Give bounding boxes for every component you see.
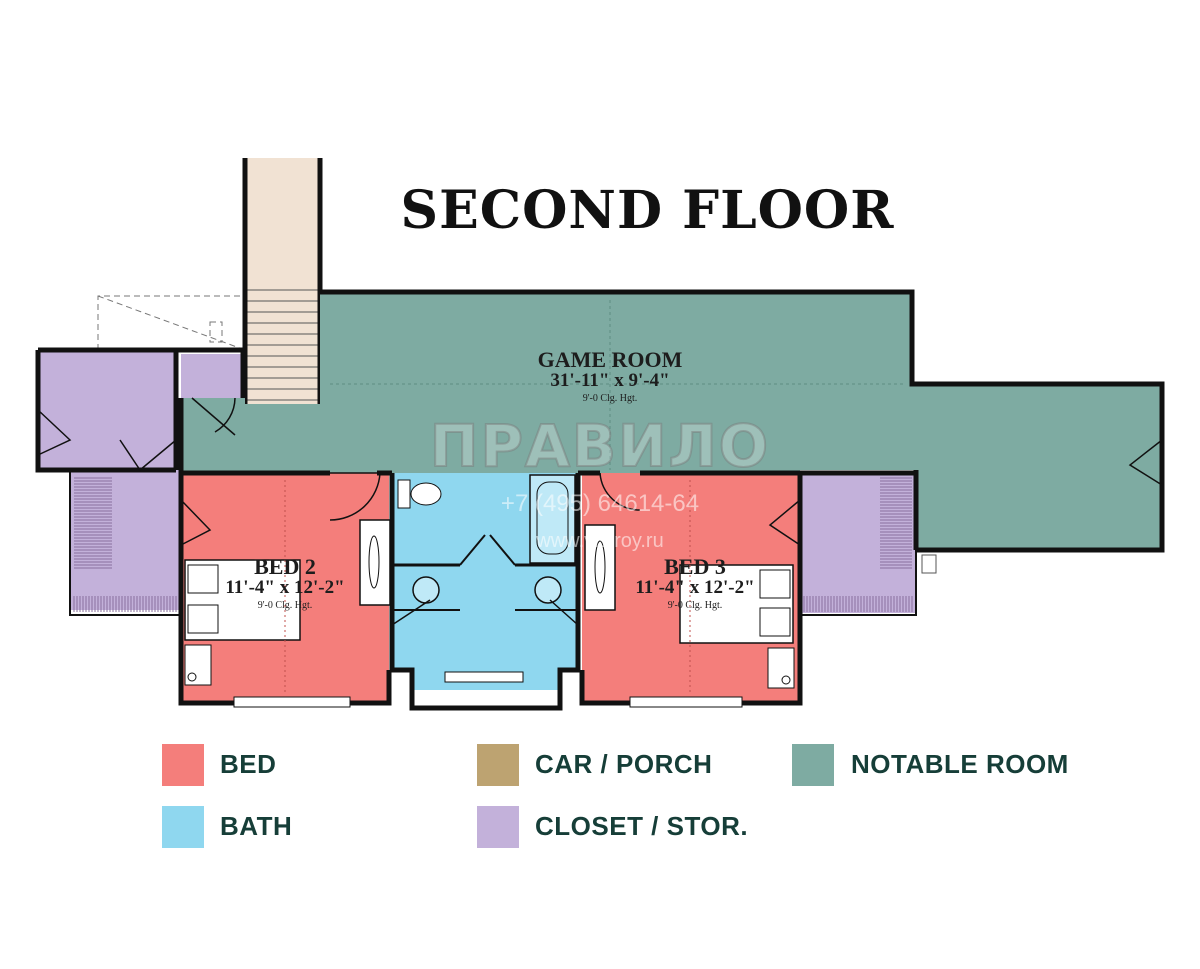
legend-swatch-car-porch xyxy=(477,744,519,786)
legend-swatch-notable-room xyxy=(792,744,834,786)
closets xyxy=(35,347,917,616)
bed2-size: 11'-4" x 12'-2" xyxy=(225,577,345,599)
watermark-site: www.vistroy.ru xyxy=(536,530,664,552)
dashed-outline xyxy=(97,295,246,351)
bed3-name: BED 3 xyxy=(664,554,726,579)
bed3-ceiling: 9'-0 Clg. Hgt. xyxy=(667,600,723,612)
bed3-label: BED 3 11'-4" x 12'-2" 9'-0 Clg. Hgt. xyxy=(600,555,790,612)
legend-label-bath: BATH xyxy=(220,811,293,841)
bed2-furniture xyxy=(184,519,391,708)
legend-label-bed: BED xyxy=(220,749,277,779)
bed2-name: BED 2 xyxy=(254,554,316,579)
watermark-phone: +7 (495) 64614-64 xyxy=(500,490,700,517)
legend-swatch-bed xyxy=(162,744,204,786)
doors xyxy=(37,397,1163,626)
bed3-furniture xyxy=(584,524,795,708)
legend-label-notable-room: NOTABLE ROOM xyxy=(851,749,1069,779)
bath-area xyxy=(392,473,578,690)
legend-label-closet-stor: CLOSET / STOR. xyxy=(535,811,749,841)
interior-walls xyxy=(178,398,919,711)
page-title: SECOND FLOOR xyxy=(400,180,895,241)
game-room-name: GAME ROOM xyxy=(537,347,683,372)
game-room-walls xyxy=(320,289,1165,553)
bed2-ceiling: 9'-0 Clg. Hgt. xyxy=(257,600,313,612)
staircase xyxy=(242,158,323,404)
game-room-ceiling: 9'-0 Clg. Hgt. xyxy=(582,393,638,405)
game-room-label: GAME ROOM 31'-11" x 9'-4" 9'-0 Clg. Hgt. xyxy=(470,348,750,405)
bed3-size: 11'-4" x 12'-2" xyxy=(635,577,755,599)
legend-swatch-closet-stor xyxy=(477,806,519,848)
legend-label-car-porch: CAR / PORCH xyxy=(535,749,713,779)
game-room-size: 31'-11" x 9'-4" xyxy=(550,370,670,392)
watermark-brand: ПРАВИЛО xyxy=(429,411,771,481)
bed2-label: BED 2 11'-4" x 12'-2" 9'-0 Clg. Hgt. xyxy=(190,555,380,612)
legend-swatch-bath xyxy=(162,806,204,848)
